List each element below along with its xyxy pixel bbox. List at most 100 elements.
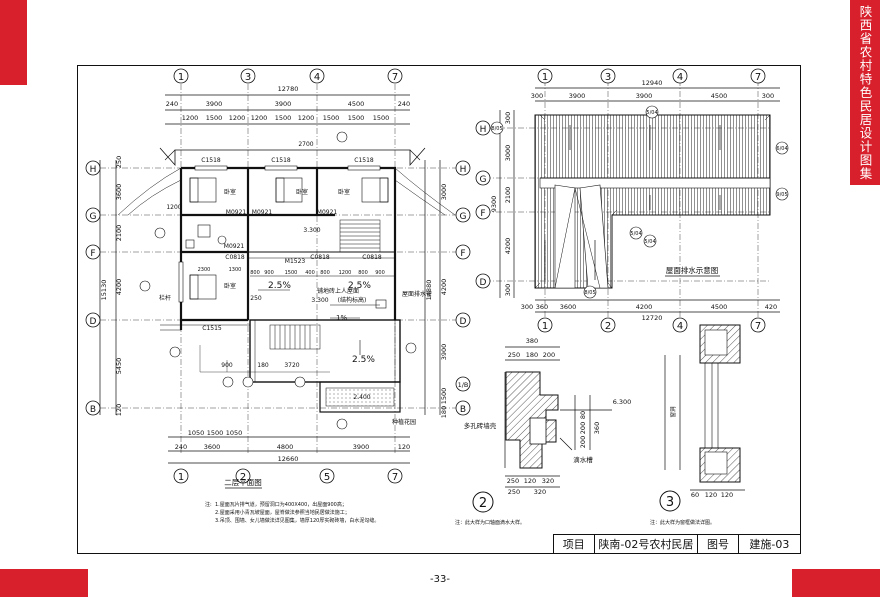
axis-bubble: 4 <box>314 72 320 83</box>
dim-text: 1500 <box>207 429 224 437</box>
axis-bubble: 1 <box>178 472 184 483</box>
dim-text: 380 <box>526 337 538 345</box>
axis-bubble: H <box>480 125 487 135</box>
dim-text: 3900 <box>353 443 370 451</box>
door-label: M0921 <box>224 243 245 250</box>
dim-text: 300 <box>504 112 512 124</box>
dim-text: 1300 <box>229 267 242 273</box>
dim-text: 300 <box>762 92 774 100</box>
elevation-label: 6.300 <box>613 398 632 406</box>
dim-text: 80 <box>579 411 587 419</box>
detail-2-marker: 2 <box>472 491 494 513</box>
door-label: M0921 <box>226 209 247 216</box>
dim-text: 4200 <box>440 279 448 296</box>
detail-3 <box>664 324 745 491</box>
dim-text: 300 <box>531 92 543 100</box>
dim-text: 12780 <box>278 85 299 93</box>
dim-text: 320 <box>534 488 546 496</box>
notes-heading: 注: <box>205 501 212 508</box>
dim-text: 250 <box>250 295 262 302</box>
dim-text: 4500 <box>711 303 728 311</box>
slope-label: 2.5% <box>348 281 371 291</box>
window-label: C0818 <box>362 254 382 261</box>
dim-text: 250 <box>115 156 123 168</box>
corner-tab-top-left <box>0 0 27 85</box>
detail-number: 3 <box>666 495 674 510</box>
dim-text: 3720 <box>284 362 299 369</box>
dim-text: 2100 <box>115 225 123 242</box>
railing-note: 栏杆 <box>159 294 171 302</box>
axis-bubble: D <box>480 278 487 288</box>
drip-label: 滴水槽 <box>573 455 593 464</box>
dim-text: 250 <box>508 351 520 359</box>
slope-label: 2.5% <box>352 355 375 365</box>
dim-text: 1200 <box>229 114 246 122</box>
roof-title: 屋面排水示意图 <box>666 265 719 275</box>
dim-text: 420 <box>765 303 777 311</box>
callout-label: 9/05 <box>776 192 787 198</box>
dim-text: 4800 <box>277 443 294 451</box>
window-label: C1518 <box>201 157 221 164</box>
dim-text: 1500 <box>285 270 298 276</box>
dim-text: 5450 <box>115 358 123 375</box>
dim-text: 240 <box>175 443 187 451</box>
plan-axis-left: H G F D B <box>85 160 101 416</box>
dim-text: 1200 <box>251 114 268 122</box>
detail-note: 注：此大样为窗框做法详图。 <box>650 519 715 526</box>
window-label: C0818 <box>310 254 330 261</box>
room-label: 卧室 <box>224 188 236 196</box>
axis-bubble: G <box>460 212 467 222</box>
dim-text: 120 <box>721 491 733 499</box>
dim-text: 1200 <box>166 204 181 211</box>
dim-text: 2300 <box>198 267 211 273</box>
dim-text: 3900 <box>206 100 223 108</box>
axis-bubble: 2 <box>240 472 246 483</box>
dim-text: 250 <box>508 488 520 496</box>
dim-text: 3900 <box>275 100 292 108</box>
axis-bubble: 7 <box>392 472 398 483</box>
dim-text: 400 <box>305 270 315 276</box>
dim-text: 4200 <box>504 238 512 255</box>
roof-axis-left: H G F D <box>475 120 491 289</box>
axis-bubble: 7 <box>755 72 761 83</box>
dim-text: 900 <box>264 270 274 276</box>
roof-plan <box>485 80 780 320</box>
dim-text: 800 <box>320 270 330 276</box>
axis-bubble: G <box>480 175 487 185</box>
detail-note: 注：此大样为口轴面滴水大样。 <box>455 519 525 526</box>
axis-bubble: 4 <box>677 72 683 83</box>
dim-text: 120 <box>115 404 123 416</box>
wall-label: 多孔砖墙壳 <box>464 421 497 430</box>
note-line: 2.屋面采用小青瓦坡屋面，屋脊做法参照当地民居做法施工； <box>215 509 350 516</box>
dim-text: 200 <box>579 436 587 448</box>
dim-text: 360 <box>593 422 601 434</box>
dim-text: 2700 <box>298 141 313 148</box>
dim-text: 3000 <box>440 184 448 201</box>
dim-text: 320 <box>542 477 554 485</box>
dim-text: 1200 <box>339 270 352 276</box>
dim-text: 1500 <box>373 114 390 122</box>
dim-text: 200 <box>579 422 587 434</box>
dim-text: 240 <box>398 100 410 108</box>
axis-bubble: H <box>90 165 97 175</box>
plan-callouts <box>139 131 417 430</box>
dim-text: 120 <box>398 443 410 451</box>
dim-text: 180 <box>257 362 269 369</box>
note-line: 1.屋面瓦片排气道，预留洞口为400X400，出屋面900高； <box>215 501 347 508</box>
plan-axis-top: 1 3 4 7 <box>173 68 403 84</box>
axis-bubble: B <box>90 405 96 415</box>
dim-text: 4500 <box>711 92 728 100</box>
door-label: M1523 <box>285 258 306 265</box>
note-line: 3.吊顶、围墙、女儿墙做法详见图集，墙厚120厚实砌砖墙，白水泥勾缝。 <box>215 517 379 524</box>
dim-text: 1200 <box>182 114 199 122</box>
axis-bubble: H <box>460 165 467 175</box>
dim-text: 1500 <box>348 114 365 122</box>
dim-text: 300 <box>521 303 533 311</box>
dim-text: 3600 <box>204 443 221 451</box>
dim-text: 9300 <box>490 196 498 213</box>
slope-label: 1% <box>336 314 347 322</box>
dim-text: 1050 <box>188 429 205 437</box>
dim-text: 12940 <box>642 79 663 87</box>
axis-bubble: 1 <box>178 72 184 83</box>
